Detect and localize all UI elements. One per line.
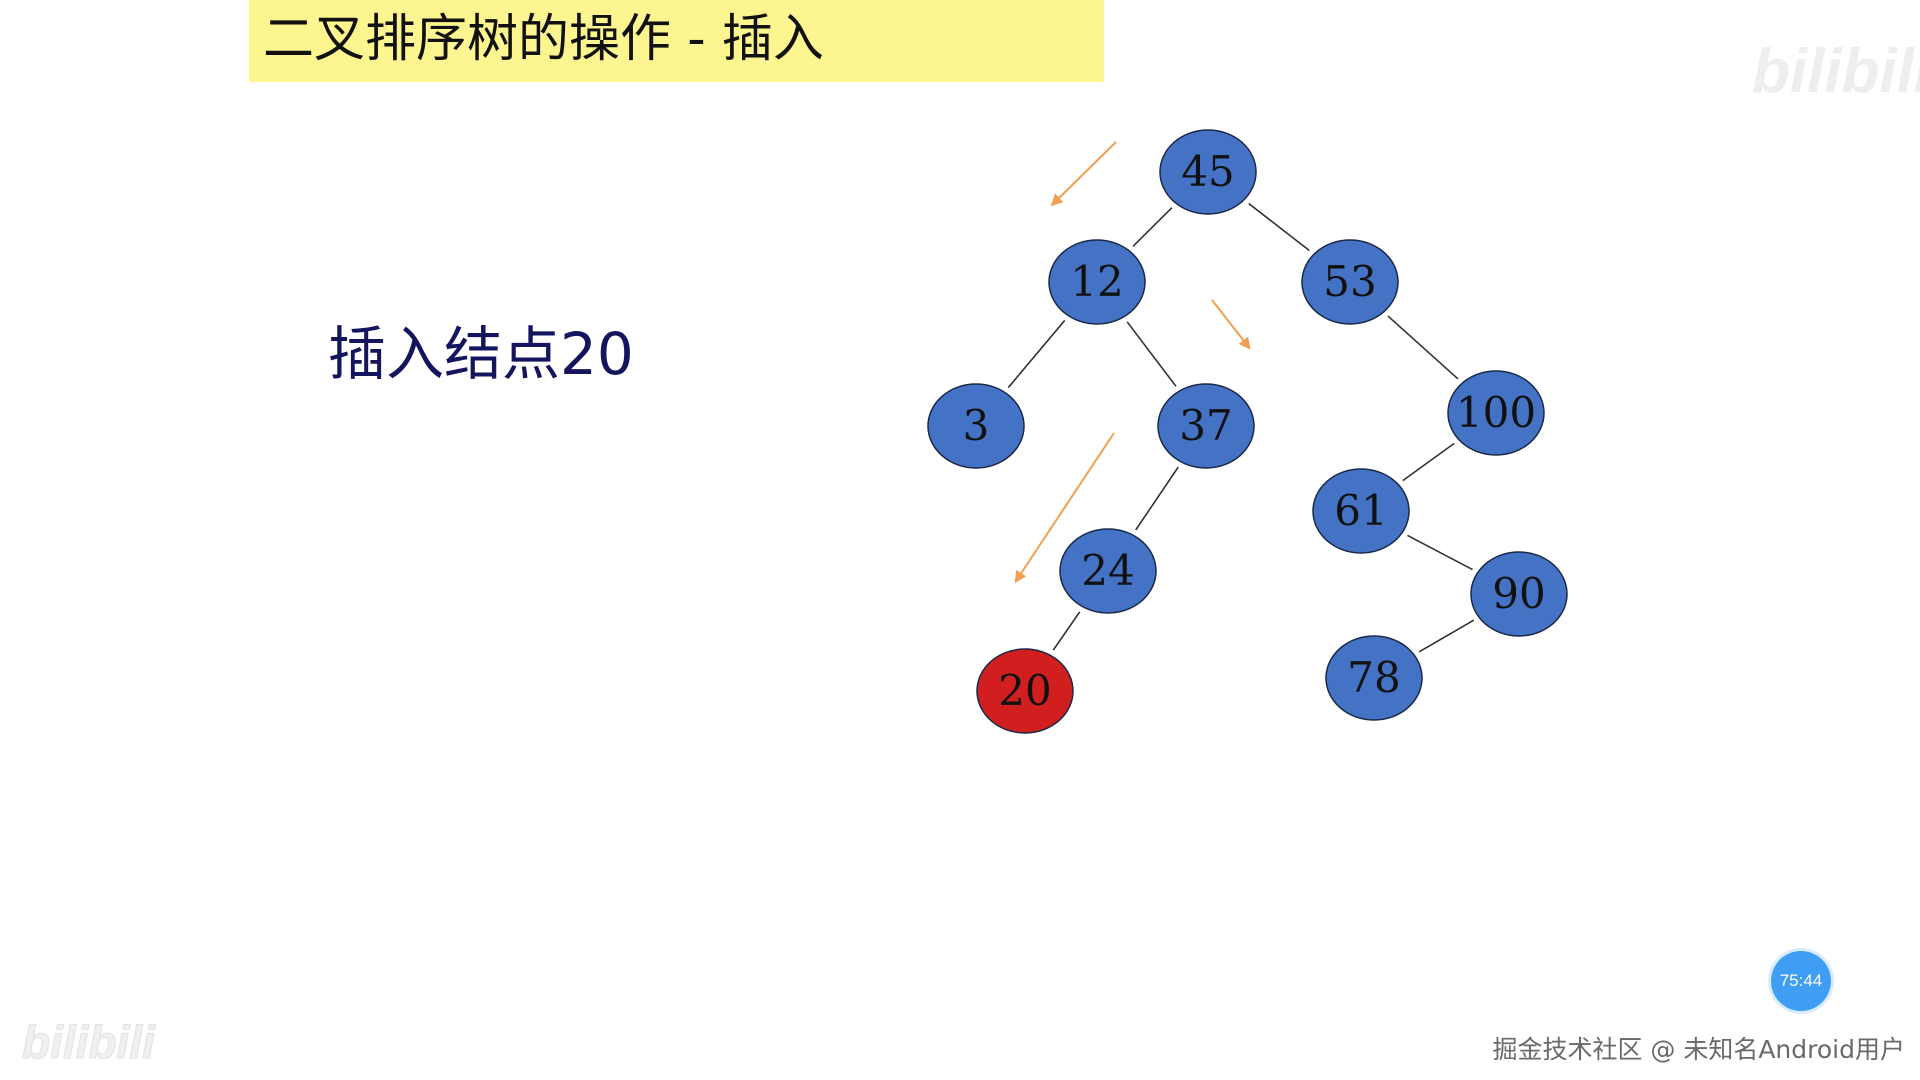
node-circle — [976, 648, 1074, 734]
node-label: 53 — [1323, 257, 1376, 306]
credit-watermark: 掘金技术社区 @ 未知名Android用户 — [1492, 1035, 1905, 1064]
node-circle — [1159, 129, 1257, 215]
node-circle — [1312, 468, 1410, 554]
node-circle — [1301, 239, 1399, 325]
node-circle — [1470, 551, 1568, 637]
path-arrow-2 — [1211, 299, 1251, 350]
node-label: 24 — [1081, 546, 1134, 595]
tree-edge — [1126, 321, 1177, 387]
node-label: 45 — [1181, 147, 1234, 196]
node-label: 61 — [1334, 486, 1387, 535]
tree-node-61: 61 — [1312, 468, 1410, 554]
path-arrow-1 — [1050, 141, 1117, 207]
node-label: 20 — [998, 666, 1051, 715]
node-circle — [1157, 383, 1255, 469]
tree-node-12: 12 — [1048, 239, 1146, 325]
timer-badge[interactable]: 75:44 — [1771, 951, 1831, 1011]
tree-node-3: 3 — [927, 383, 1025, 469]
node-circle — [1048, 239, 1146, 325]
node-circle — [927, 383, 1025, 469]
insert-caption: 插入结点20 — [328, 320, 634, 388]
node-label: 12 — [1070, 257, 1123, 306]
nodes-layer: 45 12 53 3 37 100 24 61 90 20 78 — [927, 129, 1568, 734]
tree-node-20: 20 — [976, 648, 1074, 734]
node-label: 37 — [1179, 401, 1232, 450]
node-label: 78 — [1347, 653, 1400, 702]
bilibili-logo-bottom: bilibili — [22, 1016, 156, 1069]
node-label: 100 — [1456, 388, 1536, 437]
path-arrow-3 — [1014, 432, 1115, 584]
tree-edge — [1052, 611, 1081, 651]
tree-edge — [1407, 534, 1473, 571]
tree-node-78: 78 — [1325, 635, 1423, 721]
slide-title: 二叉排序树的操作 - 插入 — [263, 10, 824, 69]
search-path-arrows — [1014, 141, 1251, 584]
node-label: 90 — [1492, 569, 1545, 618]
tree-edge — [1387, 315, 1459, 380]
tree-node-53: 53 — [1301, 239, 1399, 325]
tree-node-45: 45 — [1159, 129, 1257, 215]
edges-layer — [1007, 202, 1475, 653]
title-bar: 二叉排序树的操作 - 插入 — [249, 0, 1104, 82]
node-label: 3 — [963, 401, 990, 450]
tree-node-24: 24 — [1059, 528, 1157, 614]
tree-node-37: 37 — [1157, 383, 1255, 469]
node-circle — [1447, 370, 1545, 456]
tree-edge — [1402, 442, 1455, 482]
tree-edge — [1007, 319, 1066, 389]
tree-edge — [1132, 207, 1173, 247]
tree-edge — [1248, 202, 1310, 252]
tree-edge — [1418, 619, 1475, 653]
node-circle — [1325, 635, 1423, 721]
node-circle — [1059, 528, 1157, 614]
tree-node-100: 100 — [1447, 370, 1545, 456]
bilibili-logo-top: bilibili — [1752, 37, 1920, 106]
tree-node-90: 90 — [1470, 551, 1568, 637]
tree-edge — [1135, 466, 1179, 531]
